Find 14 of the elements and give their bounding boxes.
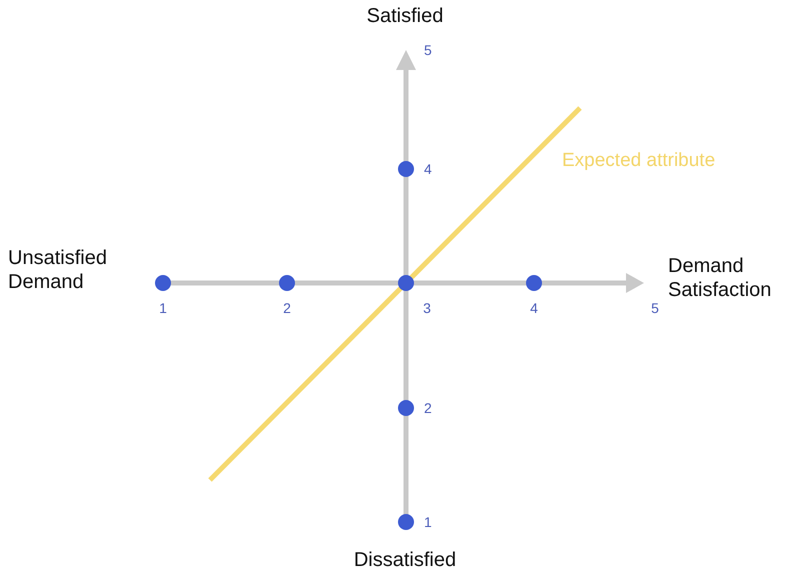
axis-label: Dissatisfied	[354, 548, 456, 572]
tick-label: 4	[530, 300, 538, 317]
line-label: Expected attribute	[562, 150, 716, 173]
tick-label: 2	[283, 300, 291, 317]
tick-label: 1	[159, 300, 167, 317]
axis-label: Demand Satisfaction	[668, 254, 772, 302]
axis-label: Unsatisfied Demand	[8, 246, 108, 294]
axis-label: Satisfied	[366, 4, 444, 28]
tick-label: 2	[424, 400, 432, 417]
tick-label: 5	[424, 42, 432, 59]
tick-label: 3	[423, 300, 431, 317]
tick-label: 4	[424, 161, 432, 178]
tick-label: 5	[651, 300, 659, 317]
tick-label: 1	[424, 514, 432, 531]
